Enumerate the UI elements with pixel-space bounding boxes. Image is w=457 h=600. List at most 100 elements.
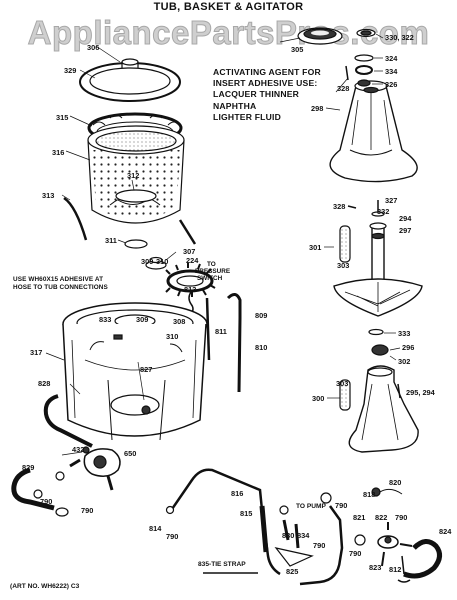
part-label: 298 xyxy=(311,104,323,113)
agitator-cap xyxy=(297,27,343,45)
wash-basket xyxy=(87,125,185,224)
part-label: 311 xyxy=(105,236,117,245)
hose-note-line: USE WH60X15 ADHESIVE AT xyxy=(13,276,104,283)
part-label: 432 xyxy=(72,445,84,454)
agitator-top-parts xyxy=(354,28,376,87)
adhesive-note-line: LIGHTER FLUID xyxy=(213,111,282,122)
diverter-valve xyxy=(377,522,413,567)
hose-adhesive-note: USE WH60X15 ADHESIVE AT HOSE TO TUB CONN… xyxy=(13,276,108,293)
part-label: 297 xyxy=(399,226,411,235)
part-label: 326 xyxy=(385,80,397,89)
part-label: 790 xyxy=(395,513,407,522)
part-label: 821 xyxy=(353,513,365,522)
part-label: 328 xyxy=(337,84,349,93)
part-label: 327 xyxy=(385,196,397,205)
drain-pump xyxy=(69,448,121,491)
part-label: 811 xyxy=(215,327,227,336)
drain-hose xyxy=(43,394,93,448)
to-pump-label: TO PUMP xyxy=(296,503,327,510)
part-label: 650 xyxy=(124,449,136,458)
tie-strap-label: 835-TIE STRAP xyxy=(198,561,246,568)
part-label: 305 xyxy=(291,45,303,54)
pump-outlet-hose xyxy=(299,505,344,586)
part-label: 809 xyxy=(255,311,267,320)
outlet-hose xyxy=(403,539,442,579)
part-label: 334 xyxy=(385,67,398,76)
part-label: 822 xyxy=(375,513,387,522)
tub-cover-ring xyxy=(79,58,181,102)
part-label: 306 xyxy=(87,43,99,52)
part-label: 310 xyxy=(166,332,178,341)
part-label: 790 xyxy=(166,532,178,541)
part-label: 313 xyxy=(42,191,54,200)
pressure-switch-label: TO xyxy=(207,261,216,268)
part-label: 310 xyxy=(156,257,168,266)
outer-tub xyxy=(62,302,208,441)
part-label: 833 xyxy=(99,315,111,324)
part-label: 316 xyxy=(52,148,64,157)
part-label: 834 xyxy=(297,531,310,540)
part-label: 824 xyxy=(439,527,452,536)
part-label: 790 xyxy=(349,549,361,558)
adhesive-note-line: LACQUER THINNER xyxy=(213,89,300,100)
part-label: 294 xyxy=(399,214,412,223)
part-label: 300 xyxy=(312,394,324,403)
part-label: 825 xyxy=(286,567,298,576)
part-label: 309 xyxy=(136,315,148,324)
part-label: 224 xyxy=(186,256,199,265)
pressure-tube xyxy=(205,297,211,361)
retaining-ring xyxy=(124,239,148,249)
part-label: 813 xyxy=(184,285,196,294)
diagram-title: TUB, BASKET & AGITATOR xyxy=(153,1,304,13)
part-label: 823 xyxy=(369,563,381,572)
fill-tube xyxy=(226,293,242,393)
part-label: 818 xyxy=(363,490,375,499)
part-label: 790 xyxy=(335,501,347,510)
tub-seal-ring xyxy=(165,263,216,297)
part-label: 317 xyxy=(30,348,42,357)
part-label: 820 xyxy=(389,478,401,487)
part-label: 790 xyxy=(313,541,325,550)
pressure-switch-label: PRESSURE xyxy=(195,268,231,275)
basket-hose xyxy=(63,196,88,241)
part-label: 301 xyxy=(309,243,321,252)
adhesive-note-line: NAPHTHA xyxy=(213,100,257,111)
part-label: 333 xyxy=(398,329,410,338)
hose-note-line: HOSE TO TUB CONNECTIONS xyxy=(13,284,108,292)
part-label: 328 xyxy=(333,202,345,211)
part-label: 309 xyxy=(141,257,153,266)
part-label: 295, 294 xyxy=(406,388,436,397)
part-label: 790 xyxy=(40,497,52,506)
part-label: 302 xyxy=(398,357,410,366)
part-label: 829 xyxy=(22,463,34,472)
hub-assembly xyxy=(145,256,167,270)
part-label: 303 xyxy=(337,261,349,270)
part-label: 332 xyxy=(377,207,389,216)
part-label: 830 xyxy=(282,531,294,540)
part-label: 296 xyxy=(402,343,414,352)
adhesive-note-line: INSERT ADHESIVE USE: xyxy=(213,78,318,89)
part-label: 828 xyxy=(38,379,50,388)
pressure-switch-label: SWITCH xyxy=(197,275,223,282)
part-label: 308 xyxy=(173,317,185,326)
pump-hose xyxy=(11,467,55,511)
part-label: 330, 322 xyxy=(385,33,414,42)
agitator-lower xyxy=(339,328,419,453)
part-label: 827 xyxy=(140,365,152,374)
part-label: 329 xyxy=(64,66,76,75)
agitator-upper xyxy=(329,80,418,183)
adhesive-note-line: ACTIVATING AGENT FOR xyxy=(213,67,321,77)
part-label: 814 xyxy=(149,524,162,533)
part-label: 810 xyxy=(255,343,267,352)
part-label: 816 xyxy=(231,489,243,498)
part-label: 307 xyxy=(183,247,195,256)
part-label: 312 xyxy=(127,171,139,180)
part-label: 303 xyxy=(336,379,348,388)
part-label: 812 xyxy=(389,565,401,574)
part-label: 324 xyxy=(385,54,398,63)
art-number: (ART NO. WH6222) C3 xyxy=(10,583,80,590)
part-label: 315 xyxy=(56,113,68,122)
part-label: 815 xyxy=(240,509,252,518)
agitator-middle xyxy=(333,200,423,317)
